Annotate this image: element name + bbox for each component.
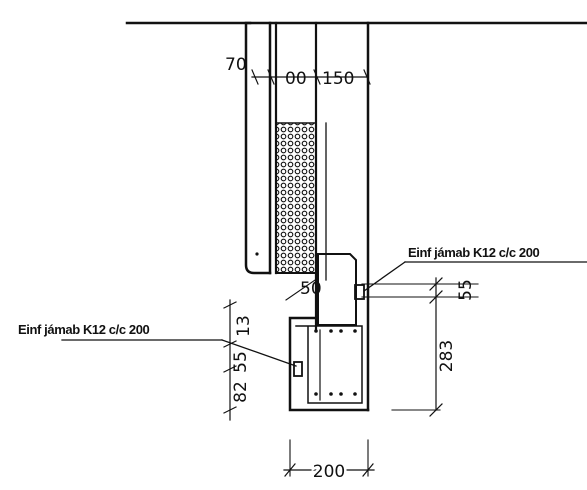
dim-82: 82 [231, 381, 251, 403]
right-note-leader [363, 261, 406, 292]
dim-13: 13 [234, 315, 254, 337]
footing-inner-outline [295, 325, 363, 404]
bottom-dimension-line [283, 439, 375, 477]
dim-283: 283 [437, 340, 457, 372]
left-wall-panel [244, 21, 272, 275]
dim-200: 200 [313, 462, 345, 482]
slope-leader [285, 277, 319, 301]
dim-55-right: 55 [456, 279, 476, 301]
dim-50: 50 [300, 279, 322, 299]
right-anchor-bar [354, 284, 365, 300]
dim-70: 70 [225, 55, 247, 75]
joint-block [317, 253, 357, 326]
top-dimension-line [251, 69, 371, 85]
left-dimension-chain [223, 299, 237, 421]
dim-150: 150 [322, 69, 354, 89]
panel-dot [255, 252, 259, 256]
left-anchor-bar [293, 361, 303, 377]
right-rebar-note: Einf jámab K12 c/c 200 [408, 245, 540, 260]
right-dimension-chain [361, 277, 479, 417]
gravel-fill [277, 123, 315, 273]
left-rebar-note: Einf jámab K12 c/c 200 [18, 322, 150, 337]
dim-00: 00 [285, 69, 307, 89]
dim-55-left: 55 [231, 351, 251, 373]
left-note-leader [221, 339, 297, 367]
footing-rebar-dots [314, 329, 357, 396]
